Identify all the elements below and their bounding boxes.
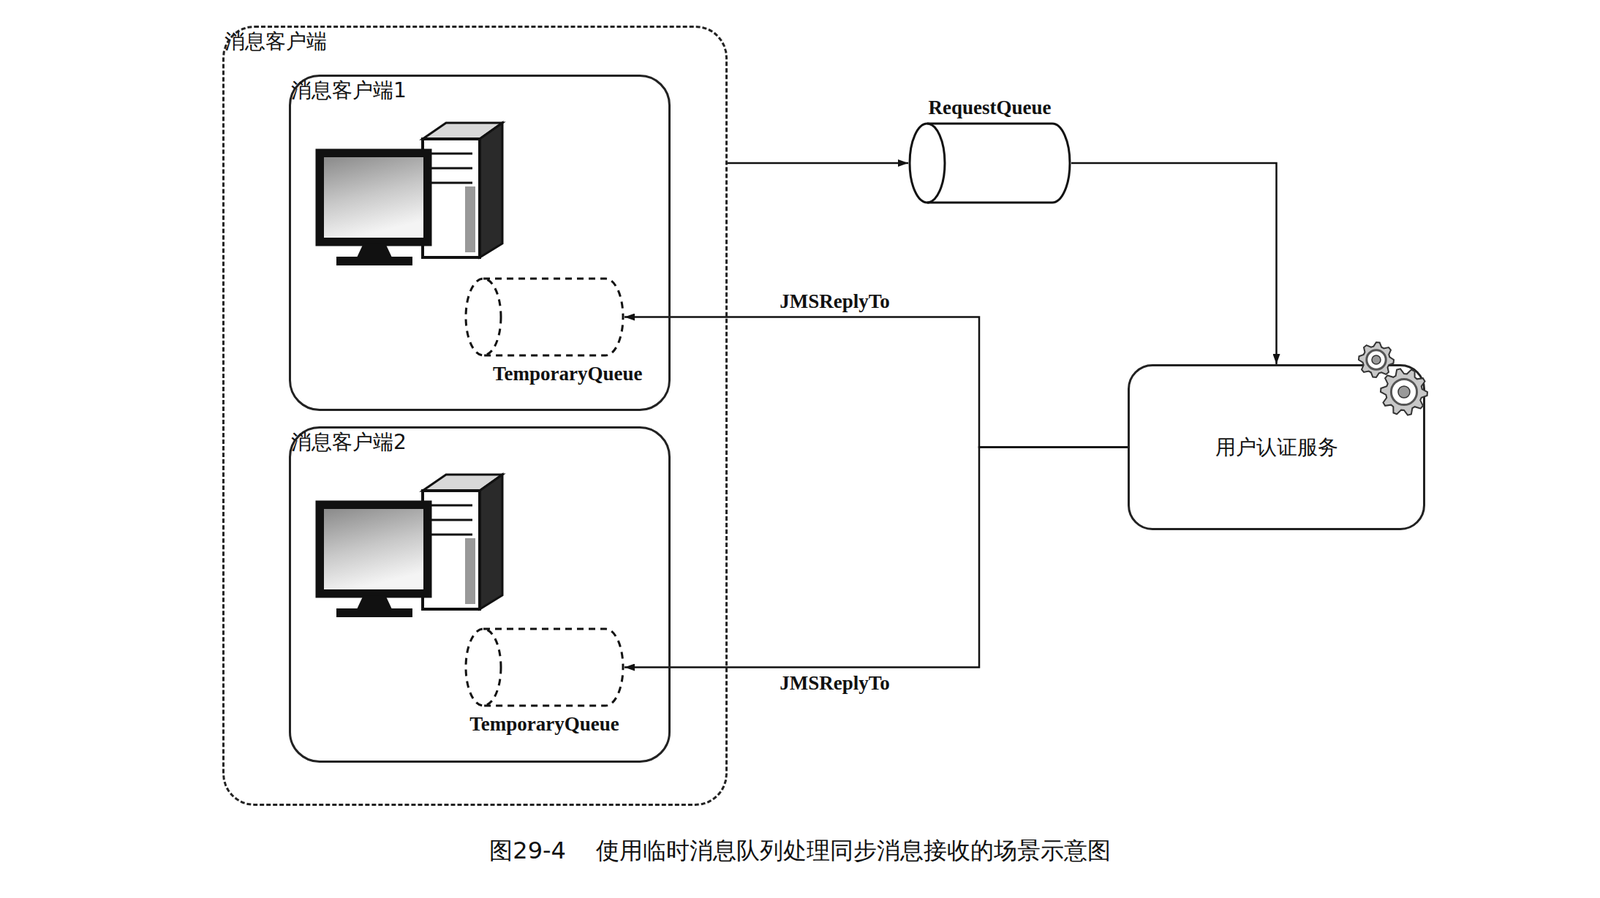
service-name: 用户认证服务	[1215, 433, 1339, 462]
cylinder-end	[909, 123, 945, 203]
node-heading: 消息客户端1	[291, 76, 407, 105]
client-group: TemporaryQueue 消息客户端1TemporaryQueue 消息客户端2…	[222, 25, 728, 806]
service-box: 用户认证服务	[1127, 364, 1426, 531]
monitor-screen	[323, 157, 424, 238]
drive-bay	[431, 519, 473, 522]
monitor-frame	[316, 149, 431, 245]
node-heading: 消息客户端2	[291, 428, 407, 457]
connector-arrow	[624, 447, 1128, 668]
tower-shade	[465, 186, 476, 253]
drive-bay	[431, 152, 473, 156]
client-box: TemporaryQueue 消息客户端2	[288, 426, 671, 763]
cylinder-body	[483, 278, 624, 356]
tower-side	[479, 122, 503, 258]
queue-cylinder	[464, 627, 625, 708]
connector-arrow	[624, 317, 1128, 448]
monitor-stand	[356, 596, 392, 610]
cylinder-body	[483, 628, 624, 706]
gear-hub	[1390, 378, 1417, 405]
tower-shade	[465, 538, 476, 605]
figure-caption: 图29-4 使用临时消息队列处理同步消息接收的场景示意图	[0, 835, 1600, 868]
monitor-frame	[316, 501, 431, 597]
gear-hole	[1398, 386, 1410, 398]
monitor-stand	[356, 244, 392, 258]
node-heading: TemporaryQueue	[492, 362, 613, 386]
drive-bay	[431, 504, 473, 507]
drive-bay	[431, 167, 473, 170]
computer-icon	[291, 76, 526, 282]
tower-side	[479, 474, 503, 610]
gear-hole	[1371, 355, 1381, 365]
gear	[1380, 368, 1428, 415]
connector-arrow	[1071, 163, 1277, 365]
connector-arrow	[727, 162, 909, 165]
edge-label: JMSReplyTo	[777, 290, 893, 313]
queue-cylinder	[908, 122, 1072, 205]
gear-hub	[1366, 350, 1386, 370]
drive-bay	[431, 533, 473, 537]
cylinder-end	[465, 628, 501, 706]
temporary-queue: TemporaryQueue	[464, 627, 625, 708]
monitor-base	[336, 256, 413, 266]
node-heading: RequestQueue	[928, 96, 1052, 120]
monitor-screen	[323, 508, 424, 590]
node-heading: 消息客户端	[224, 27, 327, 56]
cylinder-body	[927, 123, 1070, 203]
queue-cylinder	[464, 277, 625, 357]
node-heading: TemporaryQueue	[469, 712, 613, 736]
temporary-queue: TemporaryQueue	[464, 277, 625, 357]
gear	[1358, 342, 1394, 378]
client-box: TemporaryQueue 消息客户端1	[288, 74, 671, 411]
gear-icon	[1346, 333, 1450, 414]
cylinder-end	[465, 278, 501, 356]
computer-icon	[291, 428, 526, 634]
drive-bay	[431, 182, 473, 185]
monitor-base	[336, 608, 413, 618]
edge-label: JMSReplyTo	[777, 672, 893, 695]
request-queue: RequestQueue	[908, 122, 1072, 205]
